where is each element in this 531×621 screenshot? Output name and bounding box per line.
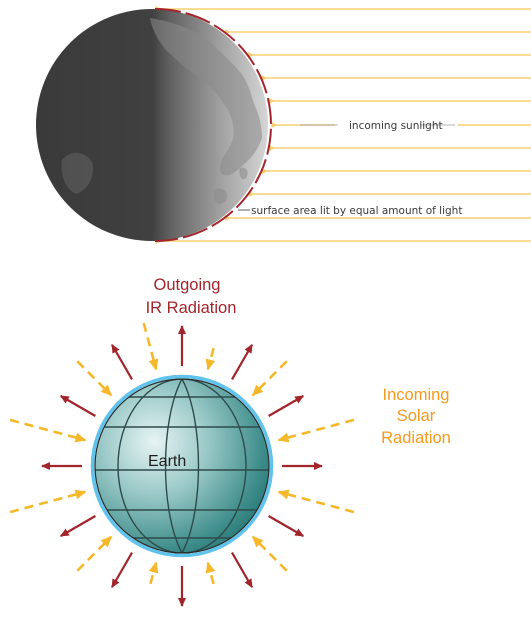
solar-arrow — [9, 489, 87, 514]
earth-energy-balance-diagram: Earth Outgoing IR Radiation Incoming Sol… — [9, 276, 451, 607]
lit-surface-label: surface area lit by equal amount of ligh… — [251, 205, 462, 217]
sunlit-globe-diagram: incoming sunlight surface area lit by eq… — [36, 6, 531, 244]
outgoing-label-line1: Outgoing — [154, 276, 221, 294]
solar-arrow — [277, 489, 355, 514]
ir-arrow — [111, 343, 133, 380]
incoming-sunlight-label: incoming sunlight — [349, 120, 443, 132]
earth-label: Earth — [148, 453, 186, 470]
outgoing-label-line2: IR Radiation — [146, 299, 237, 317]
ir-arrow — [59, 395, 96, 417]
incoming-solar-label: Incoming Solar Radiation — [381, 386, 451, 447]
incoming-solar-arrows — [9, 322, 355, 585]
lit-surface-arc — [154, 8, 272, 242]
outgoing-ir-label: Outgoing IR Radiation — [146, 276, 237, 317]
incoming-label-line1: Incoming — [383, 386, 450, 404]
solar-arrow — [142, 322, 159, 371]
solar-arrow — [76, 360, 113, 397]
ir-arrow — [111, 552, 133, 589]
solar-arrow — [251, 535, 288, 572]
solar-arrow — [148, 561, 159, 585]
incoming-sunlight-rays — [155, 6, 531, 244]
solar-arrow — [76, 535, 113, 572]
earth-globe: Earth — [90, 374, 274, 558]
solar-arrow — [205, 561, 216, 585]
incoming-label-line3: Radiation — [381, 429, 451, 447]
sunlit-globe — [36, 9, 268, 241]
solar-arrow — [277, 418, 355, 443]
ir-arrow — [268, 395, 305, 417]
ir-arrow — [268, 515, 305, 537]
ir-arrow — [231, 343, 253, 380]
solar-arrow — [9, 418, 87, 443]
solar-arrow — [205, 347, 216, 371]
ir-arrow — [231, 552, 253, 589]
ir-arrow — [59, 515, 96, 537]
incoming-label-line2: Solar — [397, 407, 436, 425]
solar-arrow — [251, 360, 288, 397]
outgoing-ir-arrows — [41, 325, 323, 607]
